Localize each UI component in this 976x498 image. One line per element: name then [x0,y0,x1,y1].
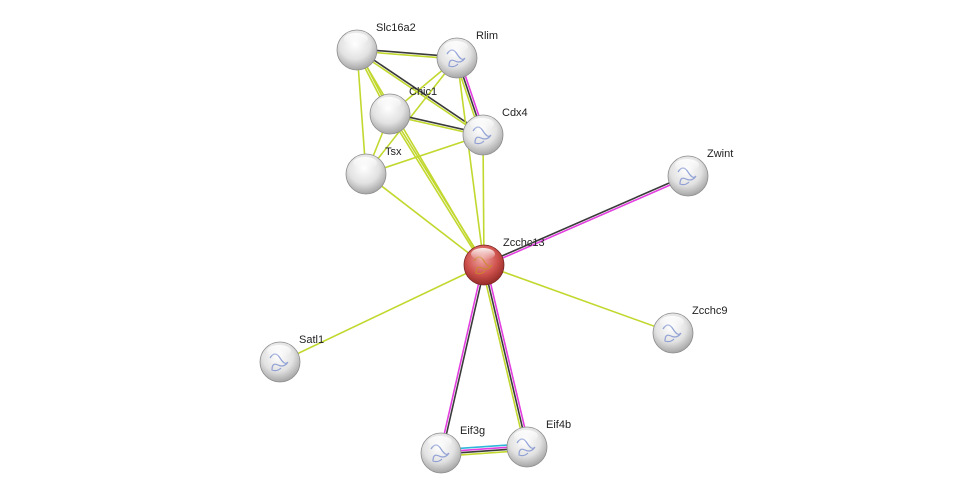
node-label: Tsx [385,146,402,158]
edge-line-coexpression [483,174,688,265]
node-label: Chic1 [409,86,437,98]
edge-line-coexpression [357,48,485,135]
edge-line-experiments [484,176,689,267]
node-label: Zcchc13 [503,237,545,249]
node-highlight [471,248,495,260]
node-chic1[interactable]: Chic1 [369,86,437,135]
edge-line-textmining [279,264,485,363]
edge-Slc16a2-Cdx4[interactable] [355,48,485,137]
node-highlight [675,159,699,171]
node-highlight [377,97,401,109]
node-rlim[interactable]: Rlim [436,30,498,79]
edge-line-textmining [390,112,486,265]
edge-Chic1-Zcchc13[interactable] [388,112,486,267]
edge-Rlim-Zcchc13[interactable] [456,57,485,266]
node-highlight [444,41,468,53]
node-eif4b[interactable]: Eif4b [506,419,571,468]
edge-line-textmining [483,264,674,334]
node-label: Slc16a2 [376,22,416,34]
edge-Satl1-Zcchc13[interactable] [279,264,485,363]
edge-line-textmining [355,50,483,137]
edge-Zcchc9-Zcchc13[interactable] [483,264,674,334]
node-zwint[interactable]: Zwint [667,148,733,197]
node-highlight [660,316,684,328]
edge-line-coexpression [483,264,528,448]
node-label: Eif4b [546,419,571,431]
edge-line-textmining [388,114,484,267]
node-label: Zcchc9 [692,305,727,317]
edge-line-textmining [482,134,485,266]
edge-Slc16a2-Tsx[interactable] [356,49,367,175]
edge-Zwint-Zcchc13[interactable] [483,174,689,267]
edge-line-coexpression [441,265,486,454]
edge-line-textmining [365,173,485,266]
node-zcchc13[interactable]: Zcchc13 [463,237,545,286]
edge-Cdx4-Tsx[interactable] [365,134,484,175]
node-label: Cdx4 [502,107,528,119]
node-label: Rlim [476,30,498,42]
node-eif3g[interactable]: Eif3g [420,425,485,474]
edge-Tsx-Zcchc13[interactable] [365,173,485,266]
edge-line-textmining [365,57,458,175]
edge-line-textmining [356,49,367,175]
edge-Eif3g-Zcchc13[interactable] [439,264,486,454]
edge-Rlim-Tsx[interactable] [365,57,458,175]
edge-line-textmining [365,134,484,175]
node-cdx4[interactable]: Cdx4 [462,107,528,156]
edge-line-textmining [481,265,526,448]
node-highlight [428,436,452,448]
node-tsx[interactable]: Tsx [345,146,402,195]
node-satl1[interactable]: Satl1 [259,334,324,383]
node-label: Eif3g [460,425,485,437]
edge-Eif4b-Zcchc13[interactable] [481,264,530,448]
node-highlight [470,118,494,130]
node-highlight [344,33,368,45]
node-highlight [267,345,291,357]
node-slc16a2[interactable]: Slc16a2 [336,22,416,71]
node-highlight [514,430,538,442]
edge-Cdx4-Zcchc13[interactable] [482,134,485,266]
node-zcchc9[interactable]: Zcchc9 [652,305,727,354]
edge-line-experiments [485,264,530,447]
node-label: Zwint [707,148,733,160]
node-label: Satl1 [299,334,324,346]
edge-line-experiments [439,264,484,453]
node-highlight [353,157,377,169]
edge-line-textmining [456,57,485,266]
